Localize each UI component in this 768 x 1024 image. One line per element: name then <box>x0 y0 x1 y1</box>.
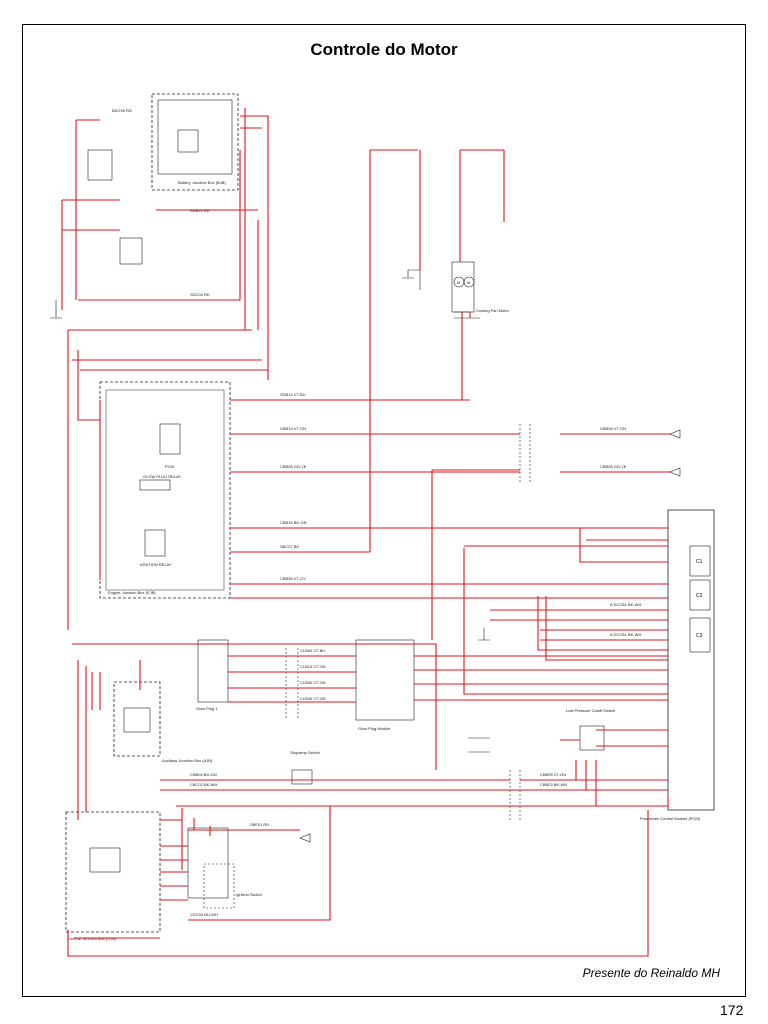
red-wires <box>61 108 670 957</box>
svg-text:CLB60 VT-BU: CLB60 VT-BU <box>300 648 325 653</box>
svg-text:CLB30 VT-GN: CLB30 VT-GN <box>300 680 326 685</box>
powertrain-control-module: C1 C2 C3 Powertrain Control Module (PCM) <box>640 509 715 821</box>
low-pressure-switch: Low Pressure Cutoff Switch <box>566 708 615 751</box>
svg-text:CBB08 GN-YE: CBB08 GN-YE <box>600 464 627 469</box>
credit-text: Presente do Reinaldo MH <box>582 966 720 980</box>
fuse-box-left <box>87 149 143 265</box>
glow-plug: Glow Plug 1 <box>196 639 229 711</box>
pcm-c2-label: C2 <box>696 593 703 599</box>
svg-text:CBB02 BK-WH: CBB02 BK-WH <box>540 782 567 787</box>
svg-text:CBB55 VT-GY: CBB55 VT-GY <box>280 576 306 581</box>
cooling-fan-motor: M M Cooling Fan Motor <box>451 261 510 313</box>
cooling-fan-label: Cooling Fan Motor <box>476 308 510 313</box>
glow-plug-relay-label: GLOW PLUG RELAY <box>143 474 181 479</box>
ignition-relay-label: IGNITION RELAY <box>140 562 172 567</box>
engine-junction-box: PCM GLOW PLUG RELAY IGNITION RELAY Engin… <box>99 381 231 599</box>
ejb-label: Engine Junction Box (EJB) <box>108 590 156 595</box>
wire-labels: BDC06 RD SDB22 RD SDC04 RD SDB14 VT-BU C… <box>112 108 641 917</box>
pcm-c1-label: C1 <box>696 559 703 565</box>
svg-text:CBB08 GN-YE: CBB08 GN-YE <box>280 464 307 469</box>
pcm-label: Powertrain Control Module (PCM) <box>640 816 701 821</box>
auxiliary-junction-box: Auxiliary Junction Box (AJB) <box>113 681 213 763</box>
motor-symbol-1: M <box>457 280 460 285</box>
svg-text:SBF01 RD: SBF01 RD <box>250 822 269 827</box>
svg-text:CLB10 VT-GN: CLB10 VT-GN <box>300 664 326 669</box>
svg-text:SDB22 RD: SDB22 RD <box>190 208 210 213</box>
glow-plug-module-label: Glow Plug Module <box>358 726 391 731</box>
svg-text:CBB10 VT-GN: CBB10 VT-GN <box>280 426 306 431</box>
svg-text:CBB06 VT-GN: CBB06 VT-GN <box>600 426 626 431</box>
ajb-label: Auxiliary Junction Box (AJB) <box>162 758 213 763</box>
ignition-switch: Ignition Switch <box>187 827 262 909</box>
central-junction-box: Central Junction Box (CJB) <box>65 811 161 941</box>
glow-plug-module: Glow Plug Module <box>355 639 415 731</box>
pcm-relay-label: PCM <box>165 464 174 469</box>
svg-text:CBB05 VT-GN: CBB05 VT-GN <box>540 772 566 777</box>
svg-text:CLB40 VT-GN: CLB40 VT-GN <box>300 696 326 701</box>
svg-text:A SCCB1 BK-WH: A SCCB1 BK-WH <box>610 602 641 607</box>
svg-text:SDC04 RD: SDC04 RD <box>190 292 210 297</box>
svg-text:CDC04 BU-WH: CDC04 BU-WH <box>190 912 218 917</box>
svg-text:CBC02 BK-WH: CBC02 BK-WH <box>190 782 217 787</box>
svg-text:SBC07 BK: SBC07 BK <box>280 544 299 549</box>
glow-plug-label: Glow Plug 1 <box>196 706 218 711</box>
bjb-label: Battery Junction Box (BJB) <box>178 180 226 185</box>
low-pressure-label: Low Pressure Cutoff Switch <box>566 708 615 713</box>
svg-text:SDB14 VT-BU: SDB14 VT-BU <box>280 392 306 397</box>
motor-symbol-2: M <box>467 280 470 285</box>
stoplamp-label: Stoplamp Switch <box>290 750 320 755</box>
page-number: 172 <box>720 1002 744 1018</box>
svg-text:A SCCB1 BK-WH: A SCCB1 BK-WH <box>610 632 641 637</box>
svg-text:BDC06 RD: BDC06 RD <box>112 108 132 113</box>
stoplamp-switch: Stoplamp Switch <box>290 750 320 785</box>
battery-junction-box: Battery Junction Box (BJB) <box>151 93 239 191</box>
ignition-switch-label: Ignition Switch <box>236 892 262 897</box>
page-frame <box>22 24 746 997</box>
svg-text:CBB04 BU-GN: CBB04 BU-GN <box>190 772 217 777</box>
svg-text:CBB34 BK-GN: CBB34 BK-GN <box>280 520 307 525</box>
black-wires <box>50 269 681 843</box>
pcm-c3-label: C3 <box>696 633 703 639</box>
page-title: Controle do Motor <box>310 40 458 59</box>
